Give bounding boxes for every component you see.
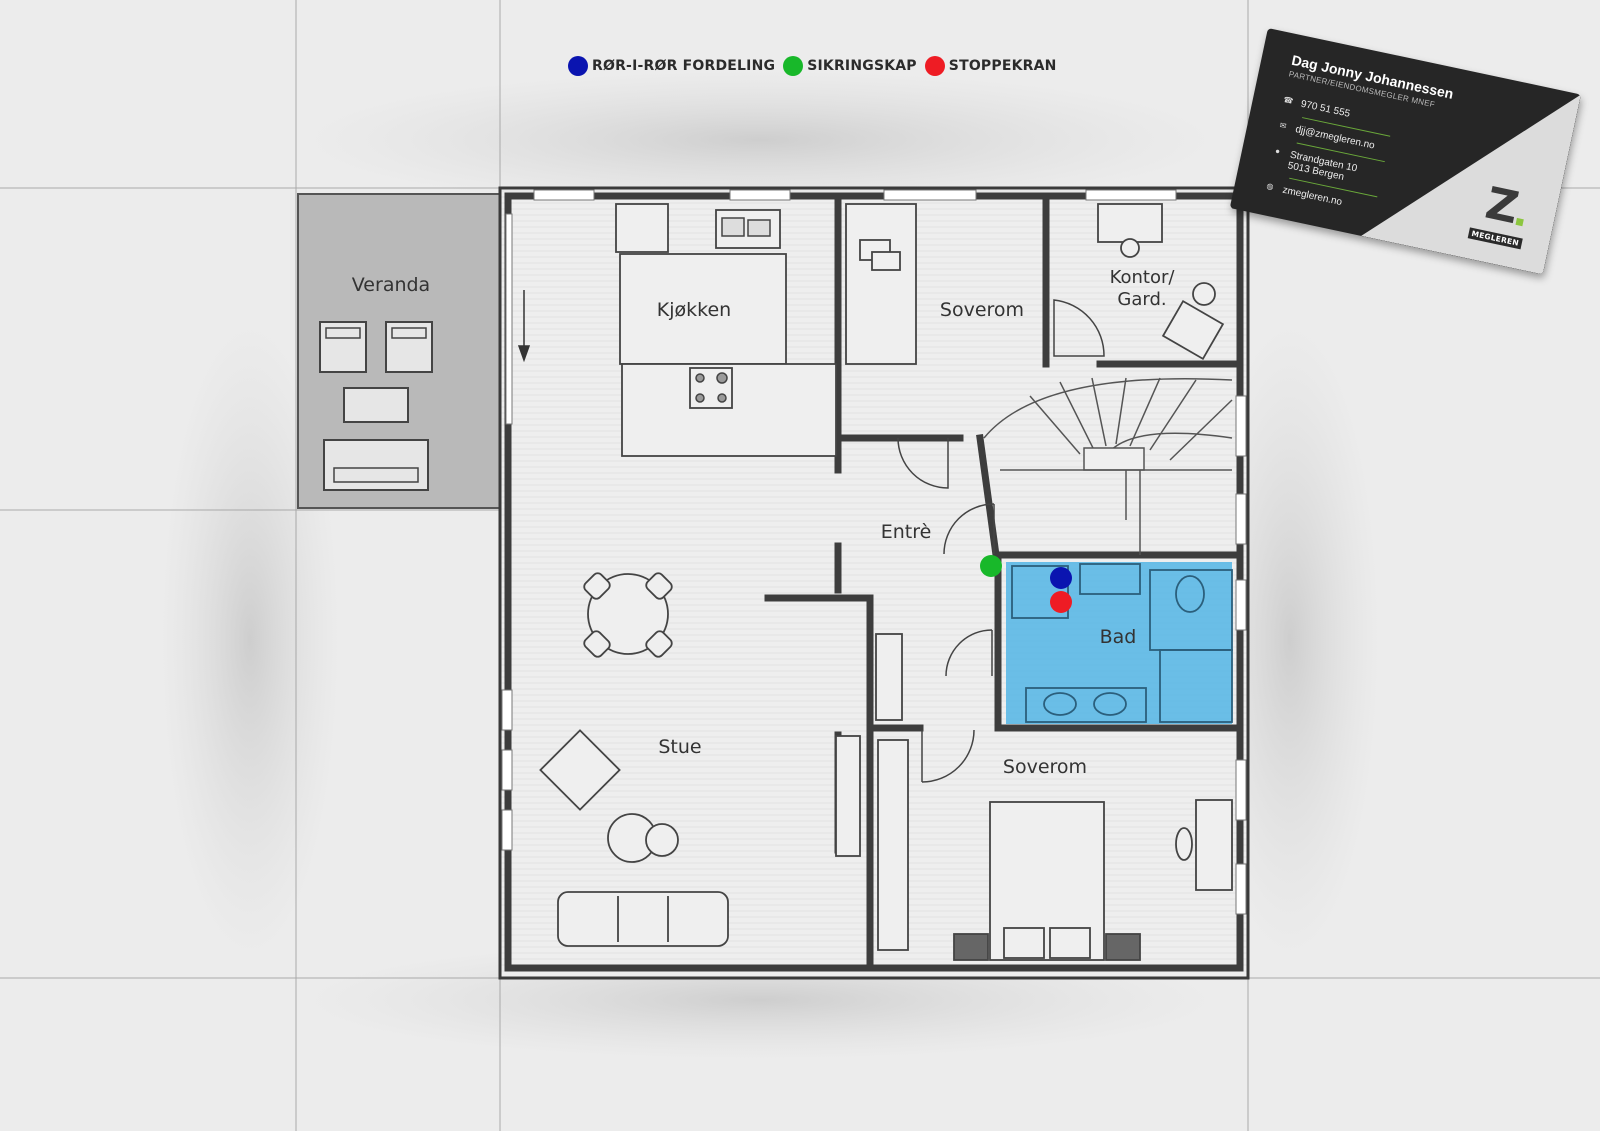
sikringskap-marker [980,555,1002,577]
room-label-soverom-top: Soverom [939,299,1025,321]
legend-label: STOPPEKRAN [948,58,1057,74]
card-email-row: ✉ djj@zmegleren.no [1277,120,1376,152]
room-label-kontor: Kontor/ Gard. [1110,267,1175,311]
ror-i-ror-marker [1050,567,1072,589]
mail-icon: ✉ [1278,120,1288,131]
room-label-kontor-line2: Gard. [1117,289,1167,310]
globe-icon: ◍ [1265,181,1275,192]
room-label-stue: Stue [658,736,702,758]
legend-label: RØR-I-RØR FORDELING [592,58,776,74]
room-label-kjokken: Kjøkken [656,299,732,321]
room-label-entre: Entrè [880,521,932,543]
room-label-veranda: Veranda [351,274,431,296]
legend-label: SIKRINGSKAP [807,58,917,74]
red-dot-icon [924,56,945,76]
room-label-soverom-bottom: Soverom [1002,756,1088,778]
location-pin-icon: ● [1274,146,1281,157]
phone-icon: ☎ [1282,94,1295,106]
card-phone: 970 51 555 [1299,98,1352,120]
card-address-row: ● Strandgaten 10 5013 Bergen [1269,146,1358,185]
legend-item-stoppekran: STOPPEKRAN [924,56,1057,76]
zmegleren-logo: Z MEGLEREN [1467,178,1534,250]
green-dot-icon [783,56,804,76]
room-label-kontor-line1: Kontor/ [1109,267,1175,288]
legend: RØR-I-RØR FORDELING SIKRINGSKAP STOPPEKR… [568,54,1059,78]
card-phone-row: ☎ 970 51 555 [1282,95,1351,120]
stoppekran-marker [1050,591,1072,613]
card-email: djj@zmegleren.no [1294,124,1376,152]
blue-dot-icon [568,56,588,76]
logo-green-square [1515,217,1524,227]
room-label-bad: Bad [1099,626,1137,648]
legend-item-ror-i-ror: RØR-I-RØR FORDELING [568,56,775,76]
legend-item-sikringskap: SIKRINGSKAP [783,56,917,76]
card-website-row: ◍ zmegleren.no [1264,181,1343,208]
